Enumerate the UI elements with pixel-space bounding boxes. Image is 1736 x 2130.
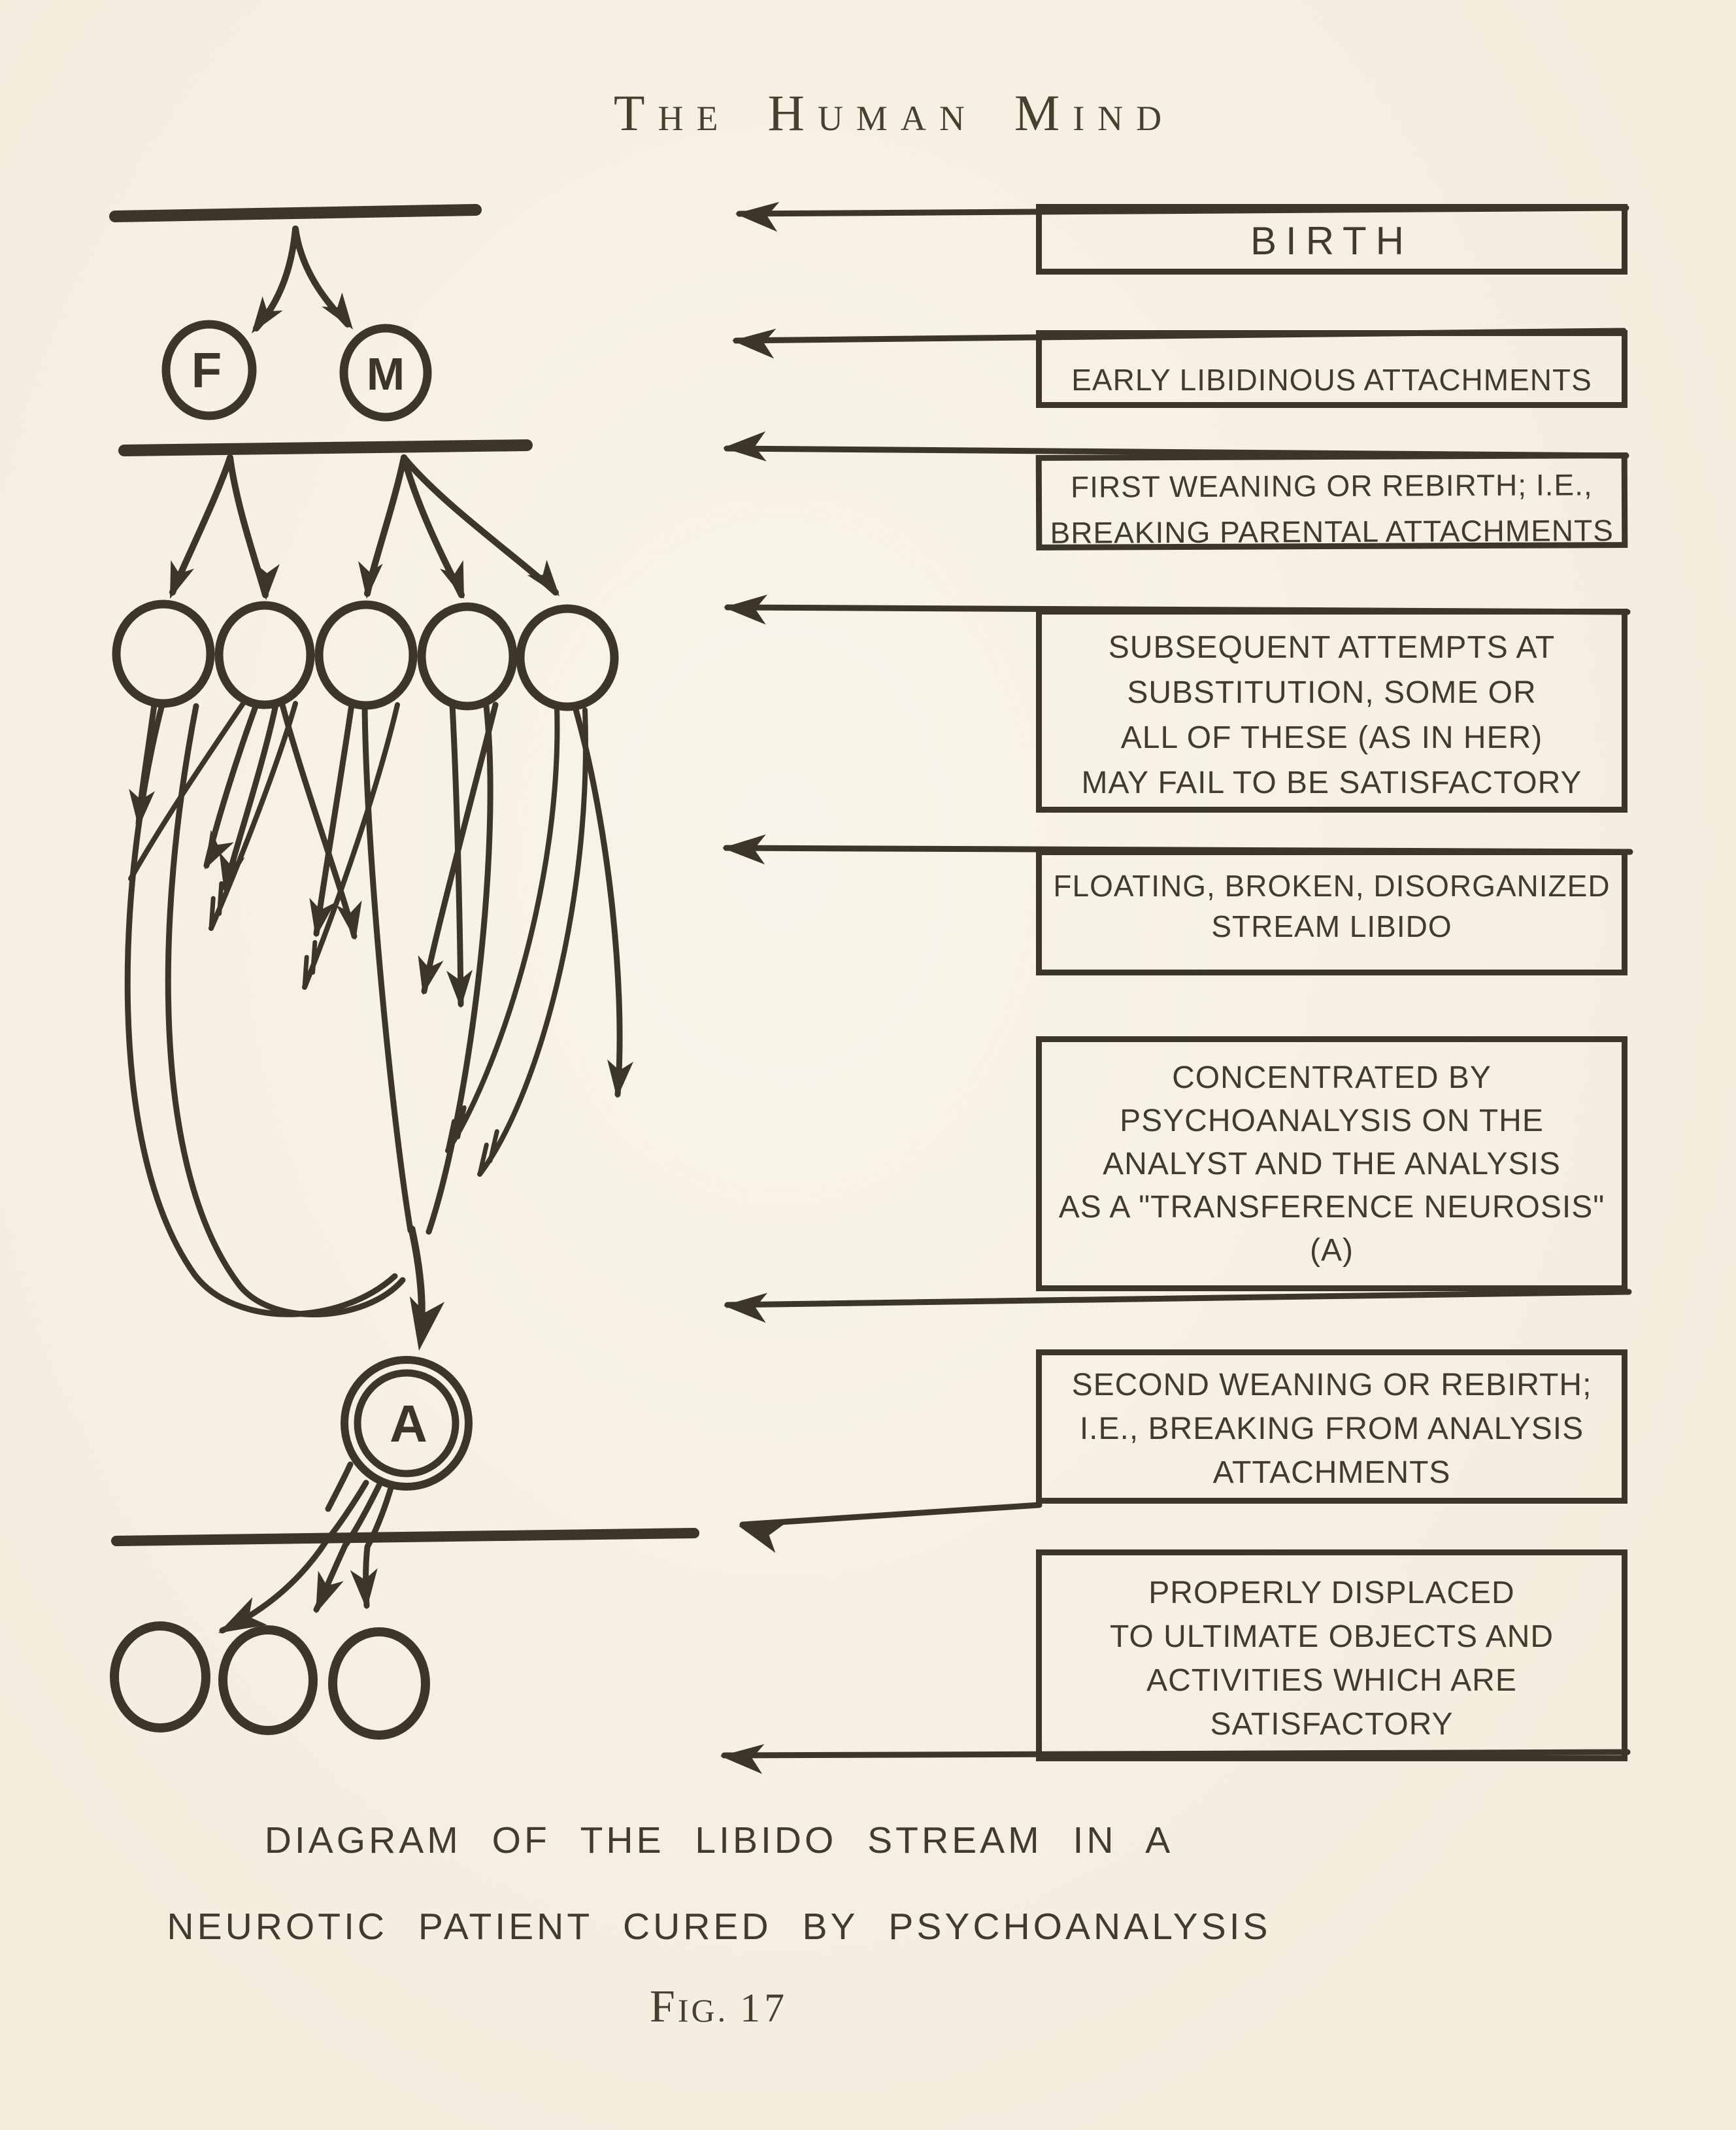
- label-text: STREAM LIBIDO: [1211, 909, 1452, 943]
- arrowhead: [336, 900, 362, 940]
- ultimate-object-circles: [110, 1621, 430, 1740]
- label-text: FLOATING, BROKEN, DISORGANIZED: [1053, 869, 1611, 903]
- feather-arrowhead: [302, 939, 318, 990]
- header-word-mind: MIND: [1014, 84, 1175, 141]
- arrowhead: [322, 292, 353, 330]
- header-word-human: HUMAN: [767, 84, 978, 141]
- arrowhead: [409, 1296, 445, 1351]
- label-text: TO ULTIMATE OBJECTS AND: [1109, 1619, 1554, 1654]
- label-text: PSYCHOANALYSIS ON THE: [1120, 1104, 1544, 1138]
- label-text: AS A "TRANSFERENCE NEUROSIS": [1058, 1190, 1605, 1225]
- label-leader-arrows: [720, 201, 1633, 1774]
- label-box-birth: BIRTH: [1036, 204, 1628, 275]
- arrowhead: [440, 560, 464, 599]
- arrowhead: [724, 1293, 768, 1323]
- mother-label: M: [367, 348, 405, 399]
- label-text: SECOND WEANING OR REBIRTH;: [1071, 1368, 1592, 1402]
- feather-arrowhead: [477, 1129, 499, 1177]
- birth-bar: [109, 204, 482, 222]
- caption-line-2: NEUROTIC PATIENT CURED BY PSYCHOANALYSIS: [167, 1906, 1271, 1948]
- label-box-early-attachments: EARLY LIBIDINOUS ATTACHMENTS: [1036, 330, 1628, 408]
- concentration-funnel-arrows: [124, 702, 493, 1351]
- parents-split-arrows: [252, 226, 353, 333]
- substitute-object-circles: [112, 600, 619, 711]
- substitution-fan-arrows: [169, 454, 559, 600]
- arrowhead: [316, 1570, 344, 1614]
- analyst-label: A: [390, 1395, 427, 1453]
- label-text: CONCENTRATED BY: [1172, 1060, 1492, 1095]
- label-box-second-weaning: SECOND WEANING OR REBIRTH; I.E., BREAKIN…: [1036, 1349, 1628, 1504]
- label-text: MAY FAIL TO BE SATISFACTORY: [1081, 766, 1582, 800]
- label-box-first-weaning: FIRST WEANING OR REBIRTH; I.E., BREAKING…: [1035, 452, 1628, 550]
- figure-number: FIG.17: [649, 1982, 789, 2032]
- arrowhead: [358, 561, 383, 599]
- broken-stream-arrows: [128, 701, 633, 1177]
- label-text: ALL OF THESE (AS IN HER): [1120, 720, 1543, 755]
- label-box-floating-stream: FLOATING, BROKEN, DISORGANIZED STREAM LI…: [1036, 849, 1628, 975]
- arrowhead: [732, 328, 776, 359]
- label-box-subsequent-attempts: SUBSEQUENT ATTEMPTS AT SUBSTITUTION, SOM…: [1036, 609, 1628, 813]
- label-text: EARLY LIBIDINOUS ATTACHMENTS: [1071, 363, 1592, 397]
- arrowhead: [255, 563, 280, 600]
- header-word-the: THE: [613, 84, 731, 141]
- label-text: BIRTH: [1250, 219, 1413, 263]
- figure-caption: DIAGRAM OF THE LIBIDO STREAM IN A NEUROT…: [131, 1819, 1307, 1948]
- label-text: (A): [1310, 1233, 1354, 1268]
- arrowhead: [722, 834, 766, 865]
- father-circle: F: [161, 320, 257, 420]
- label-text: SUBSTITUTION, SOME OR: [1127, 675, 1537, 710]
- first-weaning-bar: [118, 439, 533, 456]
- label-text: SATISFACTORY: [1210, 1707, 1454, 1742]
- arrowhead: [723, 431, 767, 462]
- arrowhead: [218, 1597, 267, 1633]
- arrowhead: [739, 1524, 784, 1553]
- second-weaning-bar: [111, 1528, 699, 1546]
- label-text: FIRST WEANING OR REBIRTH; I.E.,: [1070, 467, 1593, 504]
- label-text: ACTIVITIES WHICH ARE: [1146, 1663, 1517, 1698]
- label-text: BREAKING PARENTAL ATTACHMENTS: [1050, 513, 1614, 550]
- arrowhead: [252, 296, 283, 333]
- displacement-arrows: [218, 1461, 394, 1634]
- arrowhead: [607, 1059, 633, 1098]
- arrowhead: [309, 898, 335, 938]
- analyst-circle: A: [341, 1356, 473, 1491]
- mother-circle: M: [339, 324, 432, 422]
- label-text: PROPERLY DISPLACED: [1148, 1576, 1515, 1610]
- arrowhead: [170, 560, 194, 599]
- label-text: ATTACHMENTS: [1212, 1455, 1451, 1490]
- label-box-properly-displaced: PROPERLY DISPLACED TO ULTIMATE OBJECTS A…: [1036, 1549, 1628, 1761]
- arrowhead: [720, 1744, 765, 1774]
- page-header: THE HUMAN MIND: [541, 84, 1247, 143]
- caption-line-1: DIAGRAM OF THE LIBIDO STREAM IN A: [264, 1819, 1174, 1861]
- arrowhead: [205, 830, 234, 870]
- arrowhead: [350, 1568, 378, 1610]
- arrowhead: [724, 594, 768, 625]
- arrowhead: [418, 955, 444, 995]
- label-box-concentrated: CONCENTRATED BY PSYCHOANALYSIS ON THE AN…: [1036, 1036, 1628, 1291]
- arrowhead: [446, 970, 473, 1008]
- label-text: ANALYST AND THE ANALYSIS: [1103, 1147, 1561, 1181]
- arrowhead: [527, 560, 559, 596]
- label-text: I.E., BREAKING FROM ANALYSIS: [1079, 1412, 1584, 1446]
- father-label: F: [192, 343, 222, 398]
- arrowhead: [735, 201, 780, 232]
- feather-arrowhead: [209, 881, 224, 931]
- label-text: SUBSEQUENT ATTEMPTS AT: [1108, 630, 1556, 665]
